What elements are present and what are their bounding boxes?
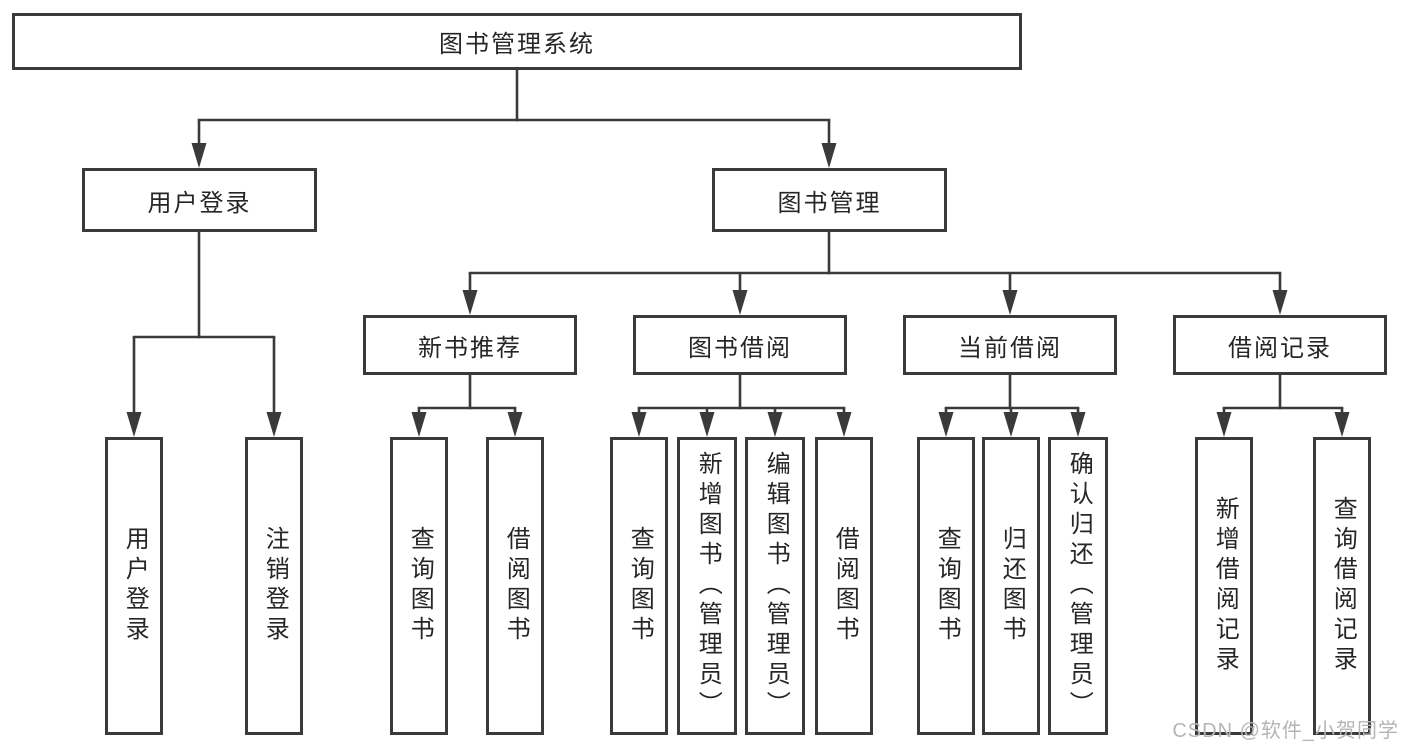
leaf-recommend-query-books: 查询图书 xyxy=(390,437,448,735)
leaf-current-query-books: 查询图书 xyxy=(917,437,975,735)
arrowhead xyxy=(462,290,478,315)
connector-current-branch xyxy=(938,375,1086,437)
leaf-label: 查询图书 xyxy=(933,526,961,646)
arrowhead xyxy=(821,143,837,168)
arrowhead xyxy=(411,412,427,437)
arrowhead xyxy=(631,412,647,437)
connector-root-branch xyxy=(191,70,837,168)
arrowhead xyxy=(1216,412,1232,437)
leaf-recommend-borrow-books: 借阅图书 xyxy=(486,437,544,735)
arrowhead xyxy=(1003,412,1019,437)
connector-borrowing-branch xyxy=(631,375,852,437)
leaf-label: 确认归还（管理员） xyxy=(1065,451,1093,721)
leaf-label: 借阅图书 xyxy=(502,526,530,646)
leaf-label: 查询图书 xyxy=(406,526,434,646)
arrowhead xyxy=(266,412,282,437)
leaf-logout: 注销登录 xyxy=(245,437,303,735)
leaf-borrowing-add-books-admin: 新增图书（管理员） xyxy=(677,437,737,735)
arrowhead xyxy=(191,143,207,168)
connector-recommend-branch xyxy=(411,375,523,437)
watermark-text: CSDN @软件_小贺同学 xyxy=(1172,720,1399,742)
leaf-label: 查询图书 xyxy=(626,526,654,646)
arrowhead xyxy=(126,412,142,437)
arrowhead xyxy=(732,290,748,315)
arrowhead xyxy=(1002,290,1018,315)
node-current-borrowing: 当前借阅 xyxy=(903,315,1117,375)
leaf-borrowing-query-books: 查询图书 xyxy=(610,437,668,735)
node-book-management: 图书管理 xyxy=(712,168,947,232)
leaf-label: 编辑图书（管理员） xyxy=(762,451,790,721)
leaf-borrowing-borrow-books: 借阅图书 xyxy=(815,437,873,735)
arrowhead xyxy=(836,412,852,437)
arrowhead xyxy=(938,412,954,437)
arrowhead xyxy=(507,412,523,437)
node-borrowing-records: 借阅记录 xyxy=(1173,315,1387,375)
node-book-borrowing: 图书借阅 xyxy=(633,315,847,375)
arrowhead xyxy=(1334,412,1350,437)
arrowhead xyxy=(1070,412,1086,437)
leaf-label: 新增借阅记录 xyxy=(1211,496,1239,676)
connector-records-branch xyxy=(1216,375,1350,437)
arrowhead xyxy=(699,412,715,437)
connector-management-branch xyxy=(462,232,1288,315)
leaf-label: 借阅图书 xyxy=(831,526,859,646)
leaf-current-return-books: 归还图书 xyxy=(982,437,1040,735)
arrowhead xyxy=(767,412,783,437)
node-new-book-recommend: 新书推荐 xyxy=(363,315,577,375)
node-root: 图书管理系统 xyxy=(12,13,1022,70)
arrowhead xyxy=(1272,290,1288,315)
leaf-records-query-record: 查询借阅记录 xyxy=(1313,437,1371,735)
leaf-records-add-record: 新增借阅记录 xyxy=(1195,437,1253,735)
leaf-label: 用户登录 xyxy=(121,526,149,646)
leaf-user-login: 用户登录 xyxy=(105,437,163,735)
leaf-label: 查询借阅记录 xyxy=(1329,496,1357,676)
leaf-current-confirm-return-admin: 确认归还（管理员） xyxy=(1048,437,1108,735)
leaf-label: 归还图书 xyxy=(998,526,1026,646)
leaf-borrowing-edit-books-admin: 编辑图书（管理员） xyxy=(745,437,805,735)
leaf-label: 注销登录 xyxy=(261,526,289,646)
leaf-label: 新增图书（管理员） xyxy=(694,451,722,721)
connector-login-branch xyxy=(126,232,282,437)
node-user-login: 用户登录 xyxy=(82,168,317,232)
